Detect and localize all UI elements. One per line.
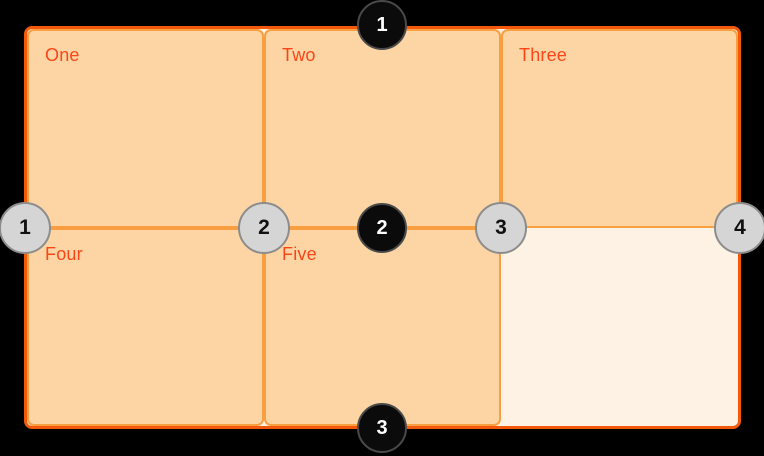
column-line-marker-2: 2 [238, 202, 290, 254]
grid-cell-three: Three [501, 29, 738, 228]
row-line-marker-2-label: 2 [376, 216, 388, 239]
grid-container: One Two Three Four Five [24, 26, 741, 429]
cell-label-five: Five [282, 243, 317, 264]
column-line-marker-3-label: 3 [495, 216, 507, 239]
cell-label-three: Three [519, 45, 568, 65]
cell-label-four: Four [45, 243, 83, 264]
grid-cell-five: Five [264, 227, 501, 426]
cell-label-two: Two [282, 45, 316, 65]
cell-label-one: One [45, 45, 80, 65]
grid-cell-two: Two [264, 29, 501, 228]
column-line-marker-1-label: 1 [19, 216, 31, 239]
column-line-marker-4: 4 [714, 202, 764, 254]
row-line-marker-1: 1 [357, 0, 407, 50]
column-line-marker-1: 1 [0, 202, 51, 254]
grid-cell-one: One [27, 29, 264, 228]
grid-cell-four: Four [27, 227, 264, 426]
column-line-marker-3: 3 [475, 202, 527, 254]
column-line-marker-2-label: 2 [258, 216, 270, 239]
column-line-marker-4-label: 4 [734, 216, 746, 239]
row-line-marker-1-label: 1 [376, 13, 388, 36]
row-line-marker-2: 2 [357, 203, 407, 253]
row-line-marker-3-label: 3 [376, 416, 388, 439]
row-line-marker-3: 3 [357, 403, 407, 453]
